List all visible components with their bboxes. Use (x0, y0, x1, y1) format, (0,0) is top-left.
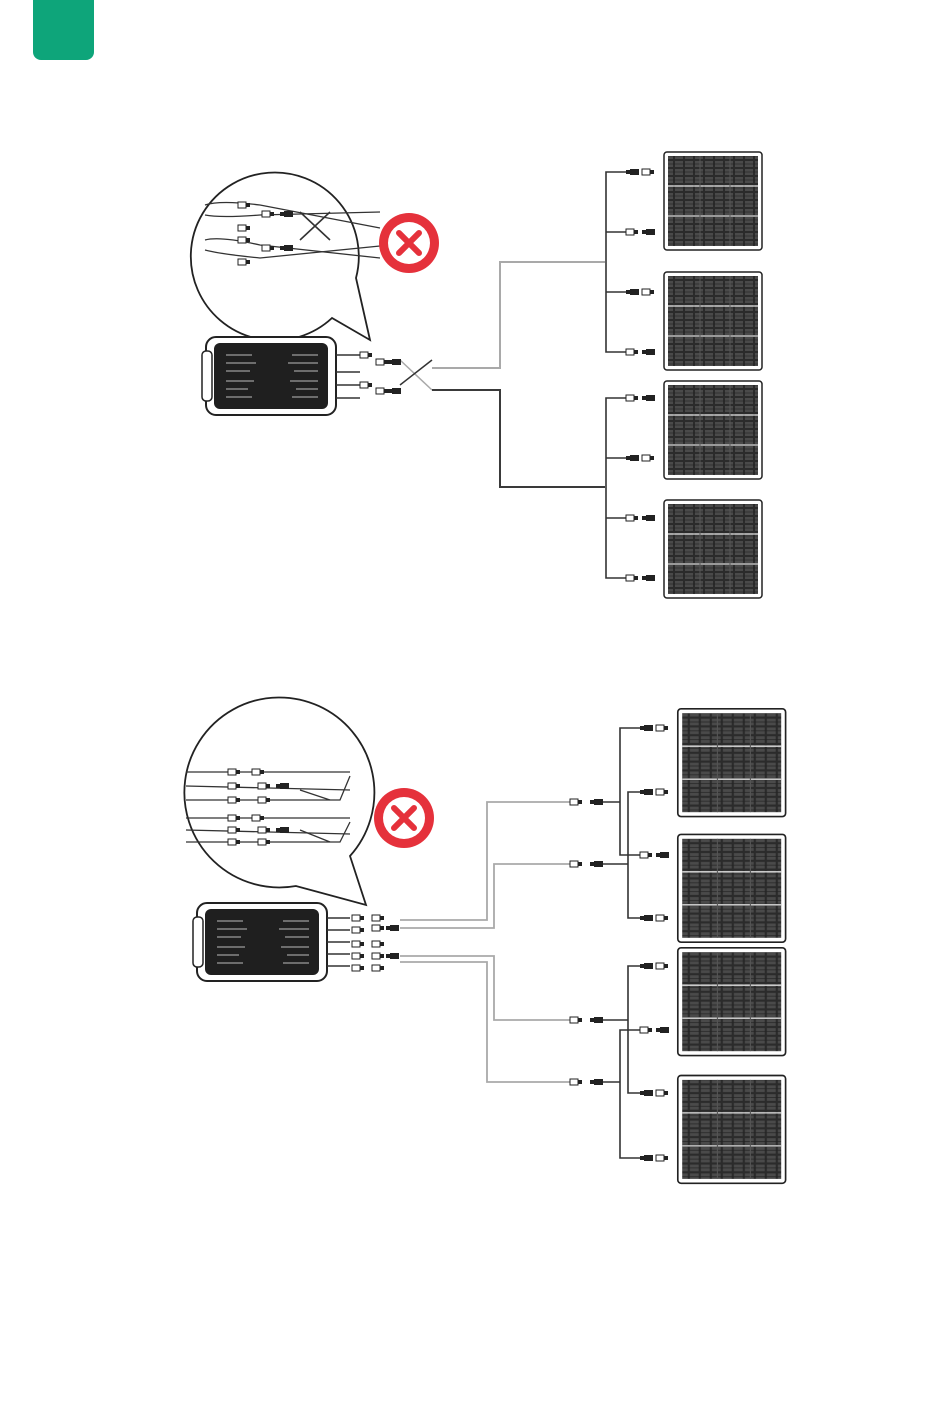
dark-trunk (432, 390, 605, 487)
diagram-1 (191, 152, 762, 598)
solar-panel (678, 834, 786, 942)
station-leads (327, 918, 350, 966)
light-trunk (400, 864, 570, 928)
power-station (202, 337, 336, 415)
magnifier-callout (184, 697, 374, 905)
solar-panel (664, 381, 762, 479)
dark-trunk (400, 956, 570, 1020)
solar-panel (678, 1076, 786, 1184)
solar-panel (678, 709, 786, 817)
dark-trunk (400, 962, 570, 1082)
branch-connectors (640, 725, 669, 1161)
branch-connectors (626, 169, 655, 581)
solar-panel (678, 948, 786, 1056)
power-station (193, 903, 327, 981)
solar-panel (664, 152, 762, 250)
solar-panel (664, 272, 762, 370)
red-x-icon (374, 788, 434, 848)
diagram-2 (184, 697, 785, 1183)
solar-panel (664, 500, 762, 598)
light-trunk (432, 262, 605, 368)
red-x-icon (379, 213, 439, 273)
